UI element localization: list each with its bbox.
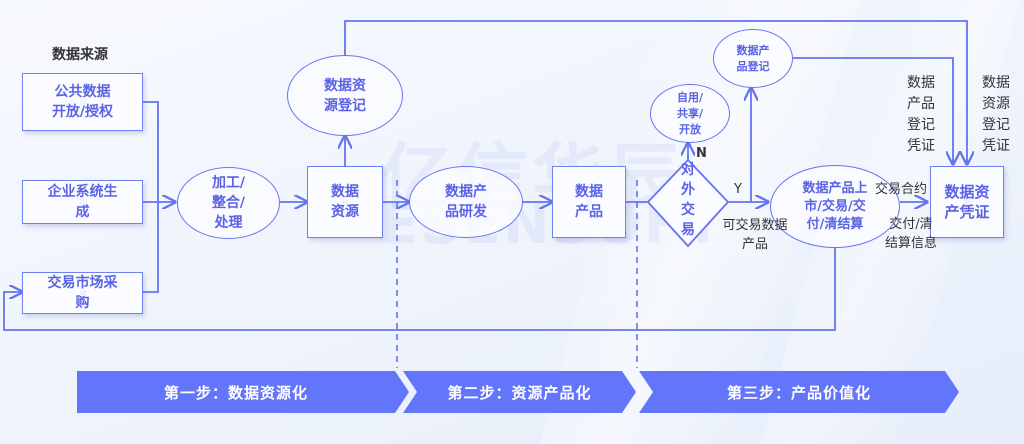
step-label-2: 第二步：资源产品化 [447, 383, 592, 402]
step-label-1: 第一步：数据资源化 [163, 383, 308, 402]
node-product-register: 数据产 品登记 [713, 29, 793, 88]
node-resource-register: 数据资 源登记 [287, 55, 403, 136]
step-arrow-3 [639, 371, 959, 413]
sources-heading: 数据来源 [52, 47, 108, 63]
edge-label-yes: Y [734, 182, 742, 197]
step-arrow-1 [77, 371, 409, 413]
source-public-data: 公共数据 开放/授权 [22, 73, 143, 131]
source-enterprise-system: 企业系统生 成 [22, 180, 143, 224]
node-process: 加工/ 整合/ 处理 [177, 167, 280, 239]
edge-label-delivery-info: 交付/清 结算信息 [884, 217, 937, 251]
edge-label-resource-register-cert: 数据 资源 登记 凭证 [982, 75, 1010, 154]
node-market-listing: 数据产品上 市/交易/交 付/清结算 [770, 165, 900, 248]
edge-label-no: N [696, 146, 707, 161]
node-asset-certificate: 数据资 产凭证 [930, 166, 1004, 238]
source-market-purchase: 交易市场采 购 [22, 272, 143, 314]
node-self-use: 自用/ 共享/ 开放 [650, 84, 730, 143]
step-arrow-2 [403, 371, 636, 413]
node-data-resource: 数据 资源 [307, 166, 383, 238]
decision-external-trade-label: 对 外 交 易 [681, 162, 695, 238]
node-product-dev: 数据产 品研发 [409, 166, 523, 238]
decision-diamond [646, 158, 730, 248]
edge-resource-register-to-cert [344, 20, 967, 164]
edge-market-to-merge [143, 202, 159, 293]
edge-label-trade-contract: 交易合约 [875, 182, 928, 197]
node-data-product: 数据 产品 [552, 166, 626, 238]
edge-public-to-merge [143, 101, 159, 202]
step-label-3: 第三步：产品价值化 [726, 383, 871, 402]
edge-label-tradable-product: 可交易数据 产品 [722, 218, 788, 252]
edge-product-register-to-cert [793, 57, 953, 164]
edge-label-product-register-cert: 数据 产品 登记 凭证 [907, 75, 935, 154]
edge-market-back-to-sources [3, 248, 836, 331]
